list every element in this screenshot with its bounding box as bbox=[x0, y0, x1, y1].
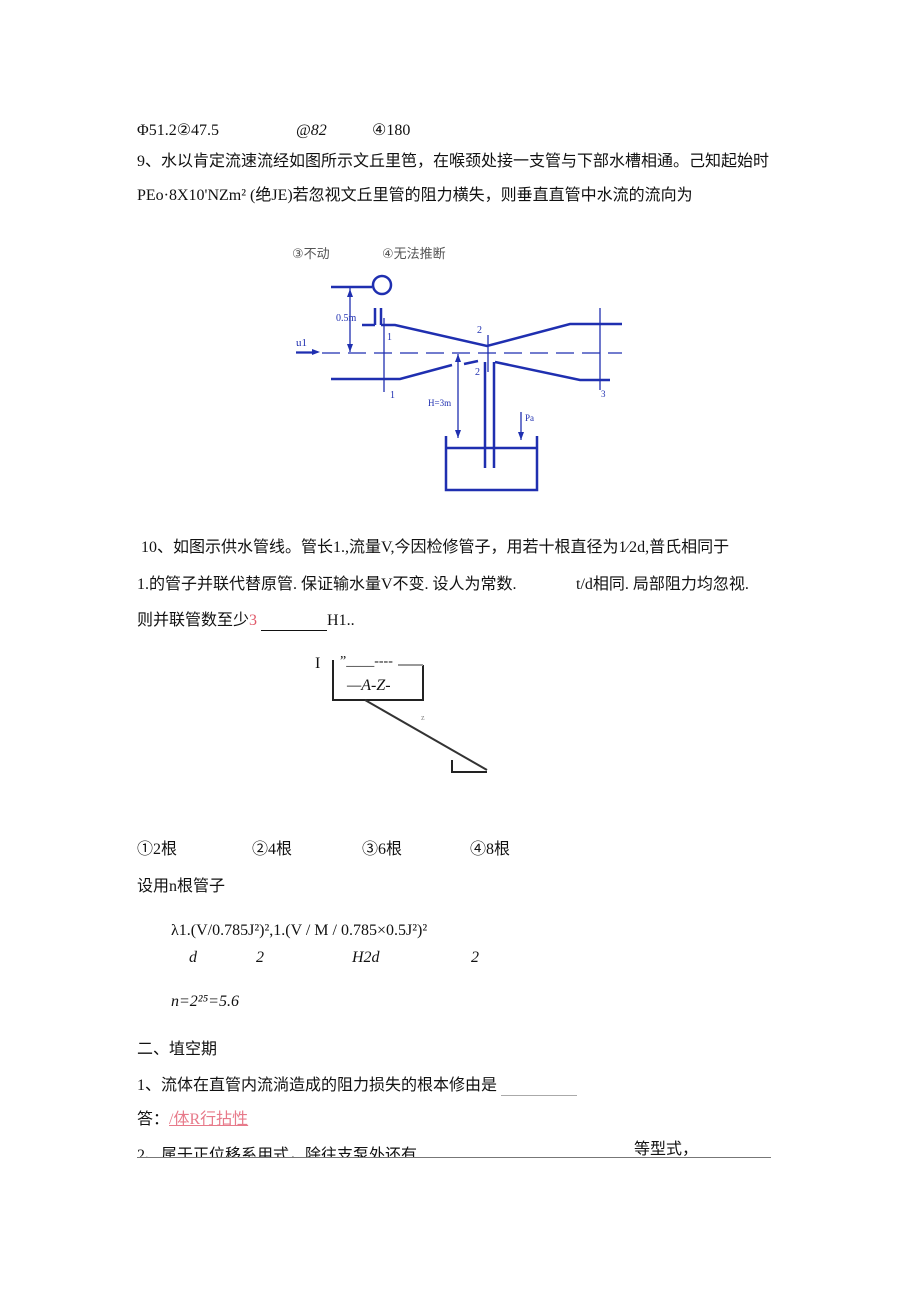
label-pa: Pa bbox=[525, 413, 534, 423]
q10-option-3: ③6根 bbox=[362, 841, 403, 858]
label-section-1-top: 1 bbox=[387, 332, 392, 343]
venturi-option-3: ③不动 bbox=[292, 247, 330, 262]
q10-line3-end: H1.. bbox=[327, 612, 355, 629]
fill-q2-end: 等型式， bbox=[634, 1141, 699, 1158]
label-section-1-bottom: 1 bbox=[390, 390, 395, 401]
formula-denominator-3: H2d bbox=[352, 949, 380, 966]
formula-denominator-2: 2 bbox=[256, 949, 264, 966]
q9-line1: 9、水以肯定流速流经如图所示文丘里笆，在喉颈处接一支管与下部水槽相通。己知起始时 bbox=[137, 153, 770, 170]
outlet bbox=[451, 760, 487, 773]
label-top: ”____---- bbox=[340, 654, 393, 669]
fill-q1-blank bbox=[501, 1095, 578, 1096]
pressure-gauge-icon bbox=[371, 274, 393, 296]
q10-answer: 3 bbox=[249, 612, 258, 629]
supply-pipe bbox=[364, 699, 488, 771]
label-section-3: 3 bbox=[601, 389, 606, 399]
section-2-title: 二、埴空期 bbox=[137, 1041, 218, 1058]
q8-option-3: @82 bbox=[296, 122, 327, 139]
q10-option-1: ①2根 bbox=[137, 841, 178, 858]
answer-label: 答： bbox=[137, 1111, 170, 1128]
q10-option-4: ④8根 bbox=[470, 841, 511, 858]
q8-option-1-2: Φ51.2②47.5 bbox=[137, 122, 220, 139]
q10-line1: 10、如图示供水管线。管长1.,流量V,今因检修管子，用若十根直径为1⁄2d,普… bbox=[141, 539, 730, 556]
q10-line2a: 1.的管子并联代替原管. 保证输水量V不变. 设人为常数. bbox=[137, 576, 517, 593]
pipe-bottom-left bbox=[331, 363, 453, 381]
pipe-top-wall bbox=[381, 322, 622, 348]
label-u1: u1 bbox=[296, 337, 307, 349]
venturi-option-4: ④无法推断 bbox=[382, 247, 446, 262]
supply-tank bbox=[332, 660, 424, 701]
fill-q1: 1、流体在直管内流淌造成的阻力损失的根本修由是 bbox=[137, 1076, 578, 1096]
fill-q1-answer-row: 答：/体R行拈性 bbox=[137, 1110, 248, 1130]
label-section-2-top: 2 bbox=[477, 325, 482, 336]
label-z: z bbox=[421, 713, 425, 722]
fill-q2-blank bbox=[137, 1157, 771, 1158]
q8-option-4: ④180 bbox=[372, 122, 411, 139]
label-i: I bbox=[315, 655, 321, 672]
formula-result: n=2²⁵=5.6 bbox=[171, 993, 239, 1010]
label-height: H=3m bbox=[428, 398, 452, 408]
q10-line2b: t/d相同. 局部阻力均忽视. bbox=[576, 576, 749, 593]
answer-blank bbox=[261, 630, 328, 631]
formula-line1: λ1.(V/0.785J²)²,1.(V / M / 0.785×0.5J²)² bbox=[171, 922, 428, 939]
label-0-5m: 0.5m bbox=[336, 313, 357, 324]
q10-option-2: ②4根 bbox=[252, 841, 293, 858]
q10-line3-text: 则并联管数至少 bbox=[137, 612, 250, 629]
water-tank bbox=[444, 436, 539, 492]
label-az: —A-Z- bbox=[347, 677, 391, 694]
label-section-2-bottom: 2 bbox=[475, 367, 480, 378]
fill-q2: 2、属于正位移系用式，除往支泵外还有 bbox=[137, 1147, 418, 1158]
fill-q1-text: 1、流体在直管内流淌造成的阻力损失的根本修由是 bbox=[137, 1077, 498, 1094]
solution-intro: 设用n根管子 bbox=[137, 878, 226, 895]
q10-line3: 则并联管数至少3 H1.. bbox=[137, 611, 355, 631]
formula-denominator-4: 2 bbox=[471, 949, 479, 966]
formula-denominator-1: d bbox=[189, 949, 197, 966]
q9-line2: PEo·8X10'NZm² (绝JE)若忽视文丘里管的阻力横失，则垂直直管中水流… bbox=[137, 187, 693, 204]
fill-q1-answer: /体R行拈性 bbox=[169, 1111, 249, 1128]
